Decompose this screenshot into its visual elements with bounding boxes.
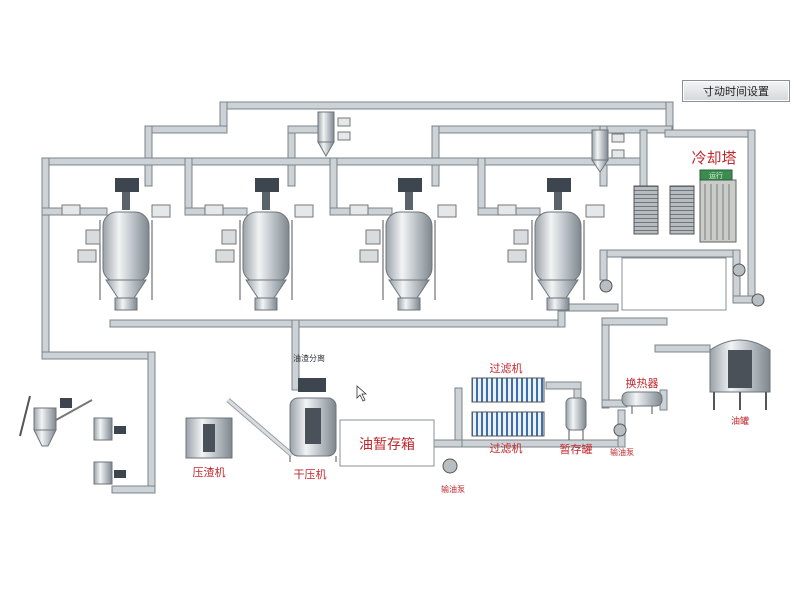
top-condenser-2[interactable] <box>591 129 625 173</box>
reactor-4[interactable] <box>497 178 605 311</box>
filter-2-label: 过滤机 <box>490 441 523 455</box>
oil-separator-label: 油渣分离 <box>293 353 325 363</box>
oil-tank[interactable] <box>709 339 771 410</box>
cooling-status-screen <box>699 169 733 181</box>
oil-tank-label: 油罐 <box>731 415 749 427</box>
motor-unit-1[interactable] <box>93 417 126 441</box>
reactor-3[interactable] <box>349 178 457 311</box>
oil-pump-2[interactable] <box>613 423 627 437</box>
oil-pump-1[interactable] <box>442 458 458 474</box>
oil-temp-tank-label: 油暂存箱 <box>359 437 415 453</box>
filter-1-label: 过滤机 <box>490 361 523 375</box>
cooling-tower[interactable]: 运行 <box>633 169 737 243</box>
cooling-water-tank[interactable] <box>621 257 727 311</box>
dry-press[interactable] <box>289 378 337 462</box>
jog-time-setting-button[interactable]: 寸动时间设置 <box>682 80 790 102</box>
reactor-1[interactable] <box>61 178 171 311</box>
circulation-pump-3[interactable] <box>751 293 765 307</box>
mouse-cursor-icon <box>356 385 368 402</box>
temp-tank[interactable] <box>565 397 587 440</box>
motor-unit-2[interactable] <box>93 461 126 485</box>
oil-pump-2-label: 输油泵 <box>610 447 634 457</box>
cooling-status-text: 运行 <box>709 171 723 180</box>
cooling-tower-label: 冷却塔 <box>691 149 736 167</box>
filter-press-1[interactable] <box>471 377 545 403</box>
dry-press-label: 干压机 <box>294 467 327 481</box>
reactor-2[interactable] <box>204 178 314 311</box>
heat-exchanger-label: 换热器 <box>626 376 659 390</box>
filter-press-2[interactable] <box>471 411 545 437</box>
heat-exchanger[interactable] <box>621 391 663 414</box>
residue-press[interactable] <box>185 417 233 459</box>
residue-press-label: 压渣机 <box>193 465 226 479</box>
conveyor-crusher[interactable] <box>19 395 93 447</box>
temp-tank-label: 暂存罐 <box>560 442 593 456</box>
oil-temp-tank[interactable] <box>339 419 435 467</box>
circulation-pump-2[interactable] <box>732 263 746 277</box>
circulation-pump-1[interactable] <box>599 279 613 293</box>
top-condenser-1[interactable] <box>317 111 351 158</box>
oil-pump-1-label: 输油泵 <box>441 484 465 494</box>
